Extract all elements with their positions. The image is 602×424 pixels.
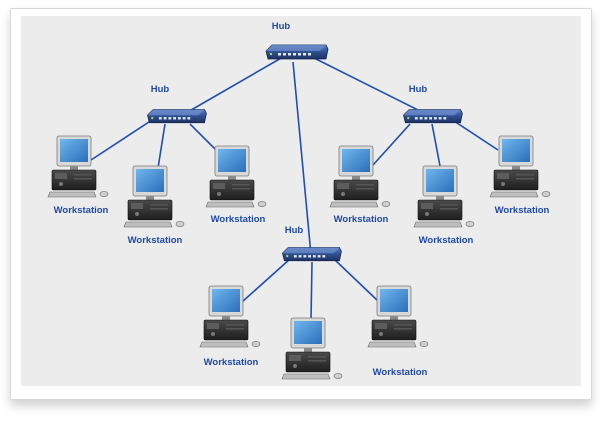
workstation-label: Workstation [210, 214, 266, 225]
workstation-icon [413, 165, 475, 228]
link-top-bottom-hub [292, 61, 312, 256]
link-rh-ws3 [453, 120, 499, 151]
workstation-label: Workstation [53, 205, 109, 216]
link-bh-ws3 [333, 258, 379, 302]
hub-label: Hub [150, 84, 170, 95]
workstation-label: Workstation [333, 214, 389, 225]
hub-label: Hub [408, 84, 428, 95]
link-top-right-hub [311, 56, 433, 118]
workstation-icon [367, 285, 429, 348]
workstation-label: Workstation [372, 367, 428, 378]
workstation-icon [489, 135, 551, 198]
link-lh-ws1 [90, 119, 153, 161]
workstation-icon [47, 135, 109, 198]
workstation-icon [281, 317, 343, 380]
hub-top-icon [265, 44, 329, 60]
link-top-left-hub [178, 56, 284, 118]
hub-bottom-icon [282, 247, 342, 262]
hub-left-icon [147, 109, 207, 124]
link-lh-ws2 [157, 123, 166, 169]
workstation-label: Workstation [203, 357, 259, 368]
link-bh-ws2 [310, 261, 313, 321]
workstation-label: Workstation [494, 205, 550, 216]
link-rh-ws1 [372, 123, 411, 166]
hub-right-icon [403, 109, 463, 124]
link-rh-ws2 [431, 123, 441, 167]
workstation-icon [199, 285, 261, 348]
link-bh-ws1 [241, 258, 291, 303]
workstation-icon [123, 165, 185, 228]
workstation-label: Workstation [418, 235, 474, 246]
workstation-icon [205, 145, 267, 208]
workstation-label: Workstation [127, 235, 183, 246]
links [90, 56, 499, 321]
hub-label: Hub [284, 225, 304, 236]
hub-label: Hub [271, 21, 291, 32]
